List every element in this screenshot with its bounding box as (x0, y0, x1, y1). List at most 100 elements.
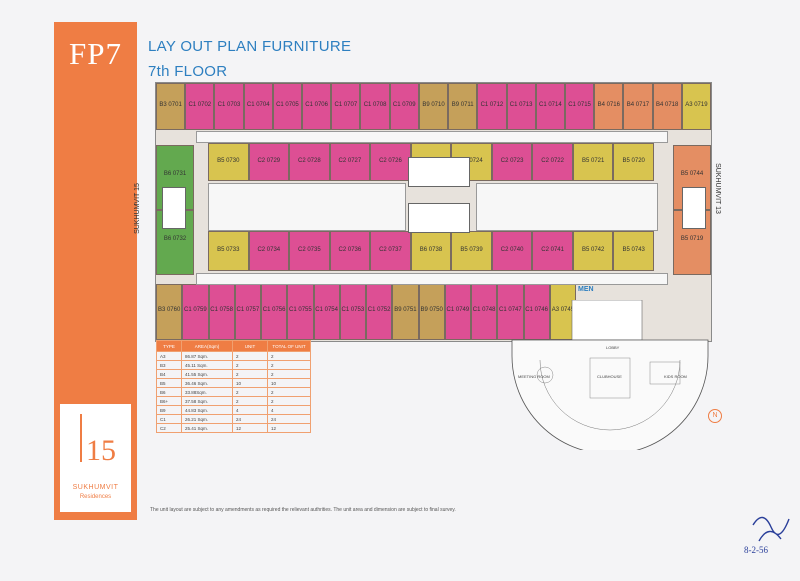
table-cell: 33.88Sqm. (181, 387, 233, 397)
unit-0703: C1 0703 (214, 83, 244, 130)
unit-0707: C1 0707 (331, 83, 361, 130)
table-cell: 2 (267, 351, 311, 361)
unit-0742: B5 0742 (572, 231, 614, 271)
clubhouse-label: CLUBHOUSE (597, 374, 622, 379)
unit-0737: C2 0737 (370, 231, 411, 271)
column-header: UNIT (232, 340, 268, 352)
logo-subtitle: Residences (79, 494, 112, 500)
unit-label: C2 0722 (541, 158, 564, 165)
unit-label: C1 0746 (525, 306, 548, 313)
unit-0722: C2 0722 (532, 143, 573, 181)
unit-0729: C2 0729 (248, 143, 290, 181)
unit-label: C2 0736 (338, 247, 362, 254)
road-label-east: SUKHUMVIT 13 (713, 163, 721, 214)
unit-0720: B5 0720 (613, 143, 654, 181)
unit-label: C2 0740 (500, 247, 524, 254)
unit-0734: C2 0734 (248, 231, 290, 271)
unit-label: B5 0742 (581, 247, 605, 254)
unit-0738: B6 0738 (410, 231, 452, 271)
column-header: TYPE (156, 340, 182, 352)
unit-label: C1 0753 (341, 306, 365, 313)
unit-label: B3 0701 (159, 102, 182, 108)
column-header: AREA(Sqm) (181, 340, 233, 352)
unit-0726: C2 0726 (370, 143, 411, 181)
stair-west (162, 187, 186, 229)
unit-0750: B9 0750 (418, 284, 445, 340)
unit-label: B3 0760 (157, 306, 181, 313)
signature-stroke (752, 516, 790, 542)
table-cell: 2 (232, 396, 268, 406)
corridor-west (208, 183, 406, 231)
unit-0712: C1 0712 (477, 83, 507, 130)
meeting-room-label: MEETING ROOM (518, 374, 550, 379)
unit-0730: B5 0730 (208, 143, 249, 181)
table-cell: 86.87 Sqm. (181, 351, 233, 361)
unit-0756: C1 0756 (261, 284, 288, 340)
unit-label: B5 0724 (460, 158, 483, 165)
unit-label: B9 0711 (451, 102, 474, 108)
clubhouse-plan (511, 300, 709, 450)
unit-0757: C1 0757 (234, 284, 261, 340)
table-cell: 10 (267, 378, 311, 388)
unit-label: A3 0719 (685, 102, 708, 108)
floor-title: 7th FLOOR (148, 63, 228, 80)
unit-label: C1 0758 (210, 306, 233, 313)
unit-0706: C1 0706 (302, 83, 332, 130)
unit-0719: A3 0719 (681, 83, 711, 130)
unit-label: B5 0721 (581, 158, 605, 165)
unit-0735: C2 0735 (289, 231, 330, 271)
unit-label: C2 0727 (338, 158, 362, 165)
unit-0736: C2 0736 (329, 231, 371, 271)
table-cell: 2 (232, 369, 268, 379)
men-restroom-label: MEN (578, 286, 594, 293)
sheet-title: LAY OUT PLAN FURNITURE (148, 38, 352, 55)
unit-0745: A3 0745 (549, 284, 576, 340)
unit-0728: C2 0728 (289, 143, 330, 181)
unit-label: C1 0715 (568, 102, 591, 108)
unit-0705: C1 0705 (272, 83, 303, 130)
unit-label: B5 0743 (622, 247, 645, 254)
unit-label: C2 0741 (541, 247, 564, 254)
unit-label: B6 0731 (163, 171, 187, 178)
table-cell: 2 (267, 360, 311, 370)
unit-label: C1 0714 (538, 102, 562, 108)
table-cell: 37.58 Sqm. (181, 396, 233, 406)
signature-date: 8-2-56 (744, 545, 768, 555)
unit-0711: B9 0711 (448, 83, 478, 130)
table-cell: 24 (232, 414, 268, 424)
table-cell: 2 (232, 351, 268, 361)
unit-0723: C2 0723 (491, 143, 533, 181)
corridor-north (196, 131, 668, 143)
unit-label: C2 0729 (257, 158, 281, 165)
unit-0759: C1 0759 (182, 284, 209, 340)
lobby-room (571, 300, 643, 341)
unit-0716: B4 0716 (594, 83, 624, 130)
table-cell: B4 (156, 369, 182, 379)
table-cell: B6 (156, 387, 182, 397)
unit-label: C1 0748 (472, 306, 496, 313)
table-cell: 2 (267, 396, 311, 406)
unit-0710: B9 0710 (418, 83, 449, 130)
unit-0718: B4 0718 (652, 83, 682, 130)
table-cell: 36.46 Sqm. (181, 378, 233, 388)
table-cell: A3 (156, 351, 182, 361)
unit-0709: C1 0709 (389, 83, 419, 130)
unit-label: C1 0759 (184, 306, 207, 313)
disclaimer-note: The unit layout are subject to any amend… (150, 507, 456, 513)
table-cell: 2 (232, 360, 268, 370)
unit-label: C1 0747 (499, 306, 522, 313)
unit-0713: C1 0713 (506, 83, 536, 130)
unit-0748: C1 0748 (471, 284, 498, 340)
table-cell: B6+ (156, 396, 182, 406)
unit-label: B9 0750 (420, 306, 443, 313)
unit-label: C1 0703 (217, 102, 241, 108)
unit-label: C2 0723 (500, 158, 524, 165)
unit-label: A3 0745 (551, 306, 575, 313)
